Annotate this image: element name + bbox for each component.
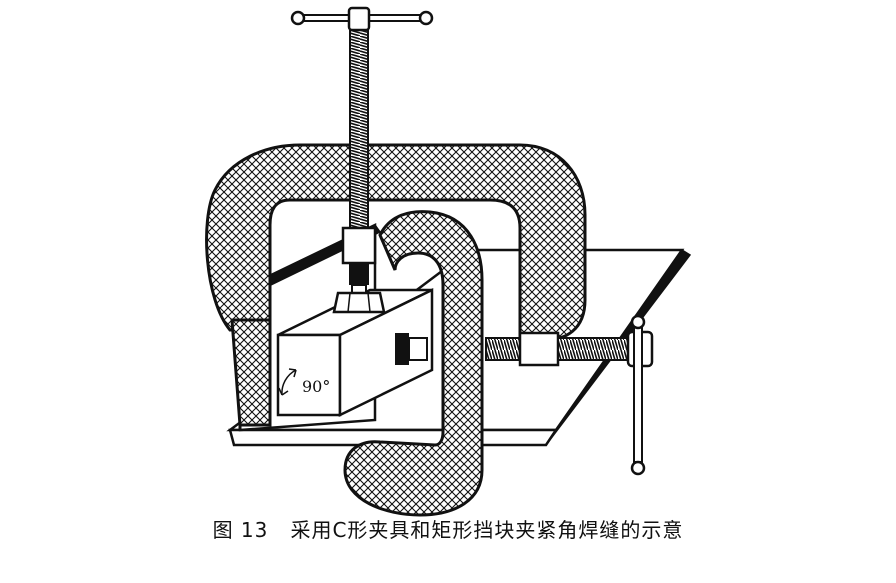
figure-caption: 图 13 采用C形夹具和矩形挡块夹紧角焊缝的示意 [0, 514, 896, 543]
caption-number: 图 13 [212, 518, 269, 542]
c-clamp-frame-large [205, 143, 587, 427]
vertical-screw [332, 27, 386, 314]
caption-text: 采用C形夹具和矩形挡块夹紧角焊缝的示意 [290, 518, 684, 542]
t-handle[interactable] [290, 6, 434, 32]
horizontal-screw [395, 330, 654, 368]
sliding-handle[interactable] [630, 314, 646, 476]
angle-label: 90° [302, 377, 330, 396]
c-clamp-frame-small [343, 210, 484, 517]
